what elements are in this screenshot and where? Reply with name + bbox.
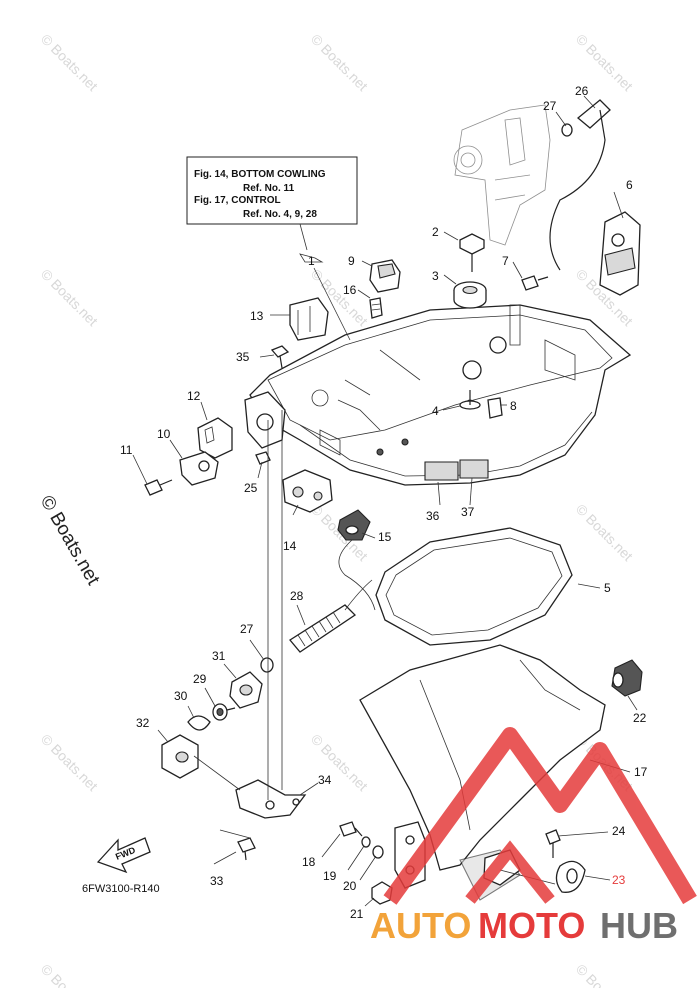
bolt-18 [339,821,363,837]
seal-9 [369,259,401,293]
callout-27-lower: 27 [240,622,254,636]
callout-31: 31 [212,649,226,663]
washer-20 [372,845,384,859]
cowling-end [244,391,286,449]
callout-8: 8 [510,399,517,413]
brand-moto: MOTO [478,905,585,946]
switch-14 [282,469,333,513]
grommet-3 [453,281,487,309]
diagram-code: 6FW3100-R140 [82,883,160,895]
callout-26: 26 [575,84,589,98]
callout-9: 9 [348,254,355,268]
pad-25 [255,451,271,465]
callout-2: 2 [432,225,439,239]
brand-hub: HUB [600,905,678,946]
callouts: 1 2 3 4 5 6 7 8 9 10 11 12 13 14 15 16 1… [120,84,648,921]
grommet-22 [611,659,643,697]
watermark: © Boats.net [308,31,371,94]
callout-28: 28 [290,589,304,603]
watermark: © Boats.net [38,961,101,988]
watermark: © Boats.net [38,731,101,794]
callout-11: 11 [120,443,133,457]
ring-27-lower [260,657,274,673]
clip-30 [187,715,211,731]
callout-30: 30 [174,689,188,703]
watermark: © Boats.net [573,961,636,988]
leader [193,410,283,839]
fwd-arrow: FWD [96,837,151,874]
screw-8 [487,397,503,419]
callout-24: 24 [612,824,626,838]
callout-15: 15 [378,530,392,544]
reference-box: Fig. 14, BOTTOM COWLING Ref. No. 11 Fig.… [186,156,358,263]
brand-auto: AUTO [370,905,471,946]
ring-27-upper [561,123,573,137]
callout-32: 32 [136,716,150,730]
clip-16 [369,297,383,319]
reference-line-4: Ref. No. 4, 9, 28 [243,209,317,220]
callout-17: 17 [634,765,648,779]
callout-29: 29 [193,672,207,686]
callout-6: 6 [626,178,633,192]
bolt-2 [459,233,485,272]
reference-line-3: Fig. 17, CONTROL [194,195,281,206]
callout-12: 12 [187,389,201,403]
watermark: © Boats.net [573,501,636,564]
washer-19 [361,836,371,848]
callout-22: 22 [633,711,647,725]
collar-4 [459,390,481,410]
callout-21: 21 [350,907,364,921]
plate-13 [289,297,329,341]
callout-25: 25 [244,481,258,495]
brand-logo [383,727,697,905]
clamp-6 [599,211,641,296]
callout-7: 7 [502,254,509,268]
reference-line-2: Ref. No. 11 [243,183,295,194]
bottom-cowling [249,304,632,486]
callout-27-upper: 27 [543,99,557,113]
brand-wordmark: AUTO MOTO HUB [370,905,678,946]
reference-line-1: Fig. 14, BOTTOM COWLING [194,169,326,180]
callout-19: 19 [323,869,337,883]
callout-1: 1 [308,254,315,268]
bracket-34 [235,779,307,819]
callout-10: 10 [157,427,171,441]
seal-ring-5 [375,527,573,646]
callout-36: 36 [426,509,440,523]
callout-23: 23 [612,873,626,887]
screw-24 [545,829,561,858]
screw-35 [270,345,290,369]
watermark: © Boats.net [38,266,101,329]
callout-16: 16 [343,283,357,297]
callout-33: 33 [210,874,224,888]
callout-37: 37 [461,505,475,519]
nut-31 [229,671,263,709]
control-bracket [453,104,551,246]
callout-34: 34 [318,773,332,787]
grommet-32 [161,734,199,779]
callout-14: 14 [283,539,297,553]
screw-7 [521,275,549,291]
callout-4: 4 [432,404,439,418]
holder-10 [179,451,219,486]
side-watermark: © Boats.net [36,492,104,589]
callout-5: 5 [604,581,611,595]
link-26 [549,99,611,271]
washer-29 [212,703,236,721]
bolt-33 [237,837,256,861]
callout-20: 20 [343,879,357,893]
callout-13: 13 [250,309,264,323]
grommet-15 [337,509,371,541]
callout-35: 35 [236,350,250,364]
spring-28 [289,579,373,653]
callout-18: 18 [302,855,316,869]
bracket-12 [197,417,233,459]
callout-3: 3 [432,269,439,283]
cable [338,539,376,611]
watermark: © Boats.net [38,31,101,94]
bolt-11 [144,479,173,496]
